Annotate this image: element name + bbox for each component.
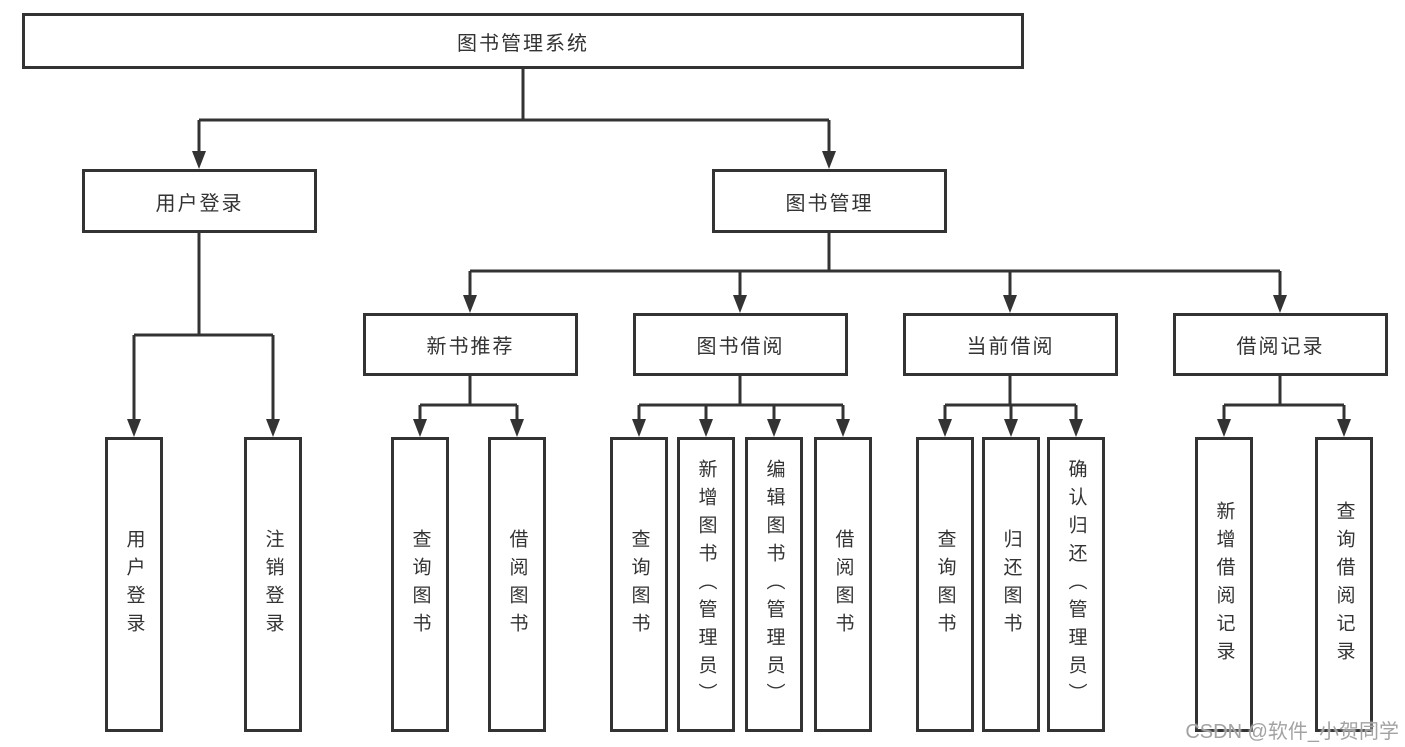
leaf-borrow-books-borrowing: 借阅图书 <box>814 437 872 732</box>
leaf-query-books-current: 查询图书 <box>916 437 974 732</box>
leaf-return-book: 归还图书 <box>982 437 1040 732</box>
node-label: 借阅图书 <box>832 528 854 641</box>
leaf-query-books-recommend: 查询图书 <box>391 437 449 732</box>
leaf-query-borrow-record: 查询借阅记录 <box>1315 437 1373 732</box>
node-current-borrowing: 当前借阅 <box>903 313 1118 376</box>
node-new-book-recommendation: 新书推荐 <box>363 313 578 376</box>
leaf-borrow-books-recommend: 借阅图书 <box>488 437 546 732</box>
node-label: 当前借阅 <box>966 336 1055 358</box>
node-label: 图书管理 <box>785 192 874 215</box>
node-book-borrowing: 图书借阅 <box>633 313 848 376</box>
leaf-confirm-return-admin: 确认归还（管理员） <box>1047 437 1105 732</box>
leaf-edit-book-admin: 编辑图书（管理员） <box>745 437 803 732</box>
node-label: 图书借阅 <box>696 336 785 358</box>
node-label: 新书推荐 <box>426 336 515 358</box>
node-label: 借阅图书 <box>506 528 528 641</box>
node-library-management-system: 图书管理系统 <box>22 13 1024 69</box>
csdn-watermark: CSDN @软件_小贺同学 <box>1185 721 1399 743</box>
node-label: 新增借阅记录 <box>1213 500 1235 669</box>
node-borrowing-records: 借阅记录 <box>1173 313 1388 376</box>
node-label: 注销登录 <box>262 528 284 641</box>
leaf-user-login: 用户登录 <box>105 437 163 732</box>
node-label: 查询借阅记录 <box>1333 500 1355 669</box>
node-label: 用户登录 <box>123 528 145 641</box>
node-label: 借阅记录 <box>1236 336 1325 358</box>
leaf-add-book-admin: 新增图书（管理员） <box>677 437 735 732</box>
node-label: 确认归还（管理员） <box>1065 458 1087 711</box>
leaf-query-books-borrowing: 查询图书 <box>610 437 668 732</box>
node-label: 用户登录 <box>155 192 244 215</box>
node-book-management: 图书管理 <box>712 169 947 233</box>
node-user-login-group: 用户登录 <box>82 169 317 233</box>
node-label: 查询图书 <box>409 528 431 641</box>
node-label: 图书管理系统 <box>457 32 589 55</box>
node-label: 新增图书（管理员） <box>695 458 717 711</box>
leaf-add-borrow-record: 新增借阅记录 <box>1195 437 1253 732</box>
node-label: 归还图书 <box>1000 528 1022 641</box>
node-label: 查询图书 <box>934 528 956 641</box>
node-label: 查询图书 <box>628 528 650 641</box>
leaf-logout: 注销登录 <box>244 437 302 732</box>
node-label: 编辑图书（管理员） <box>763 458 785 711</box>
